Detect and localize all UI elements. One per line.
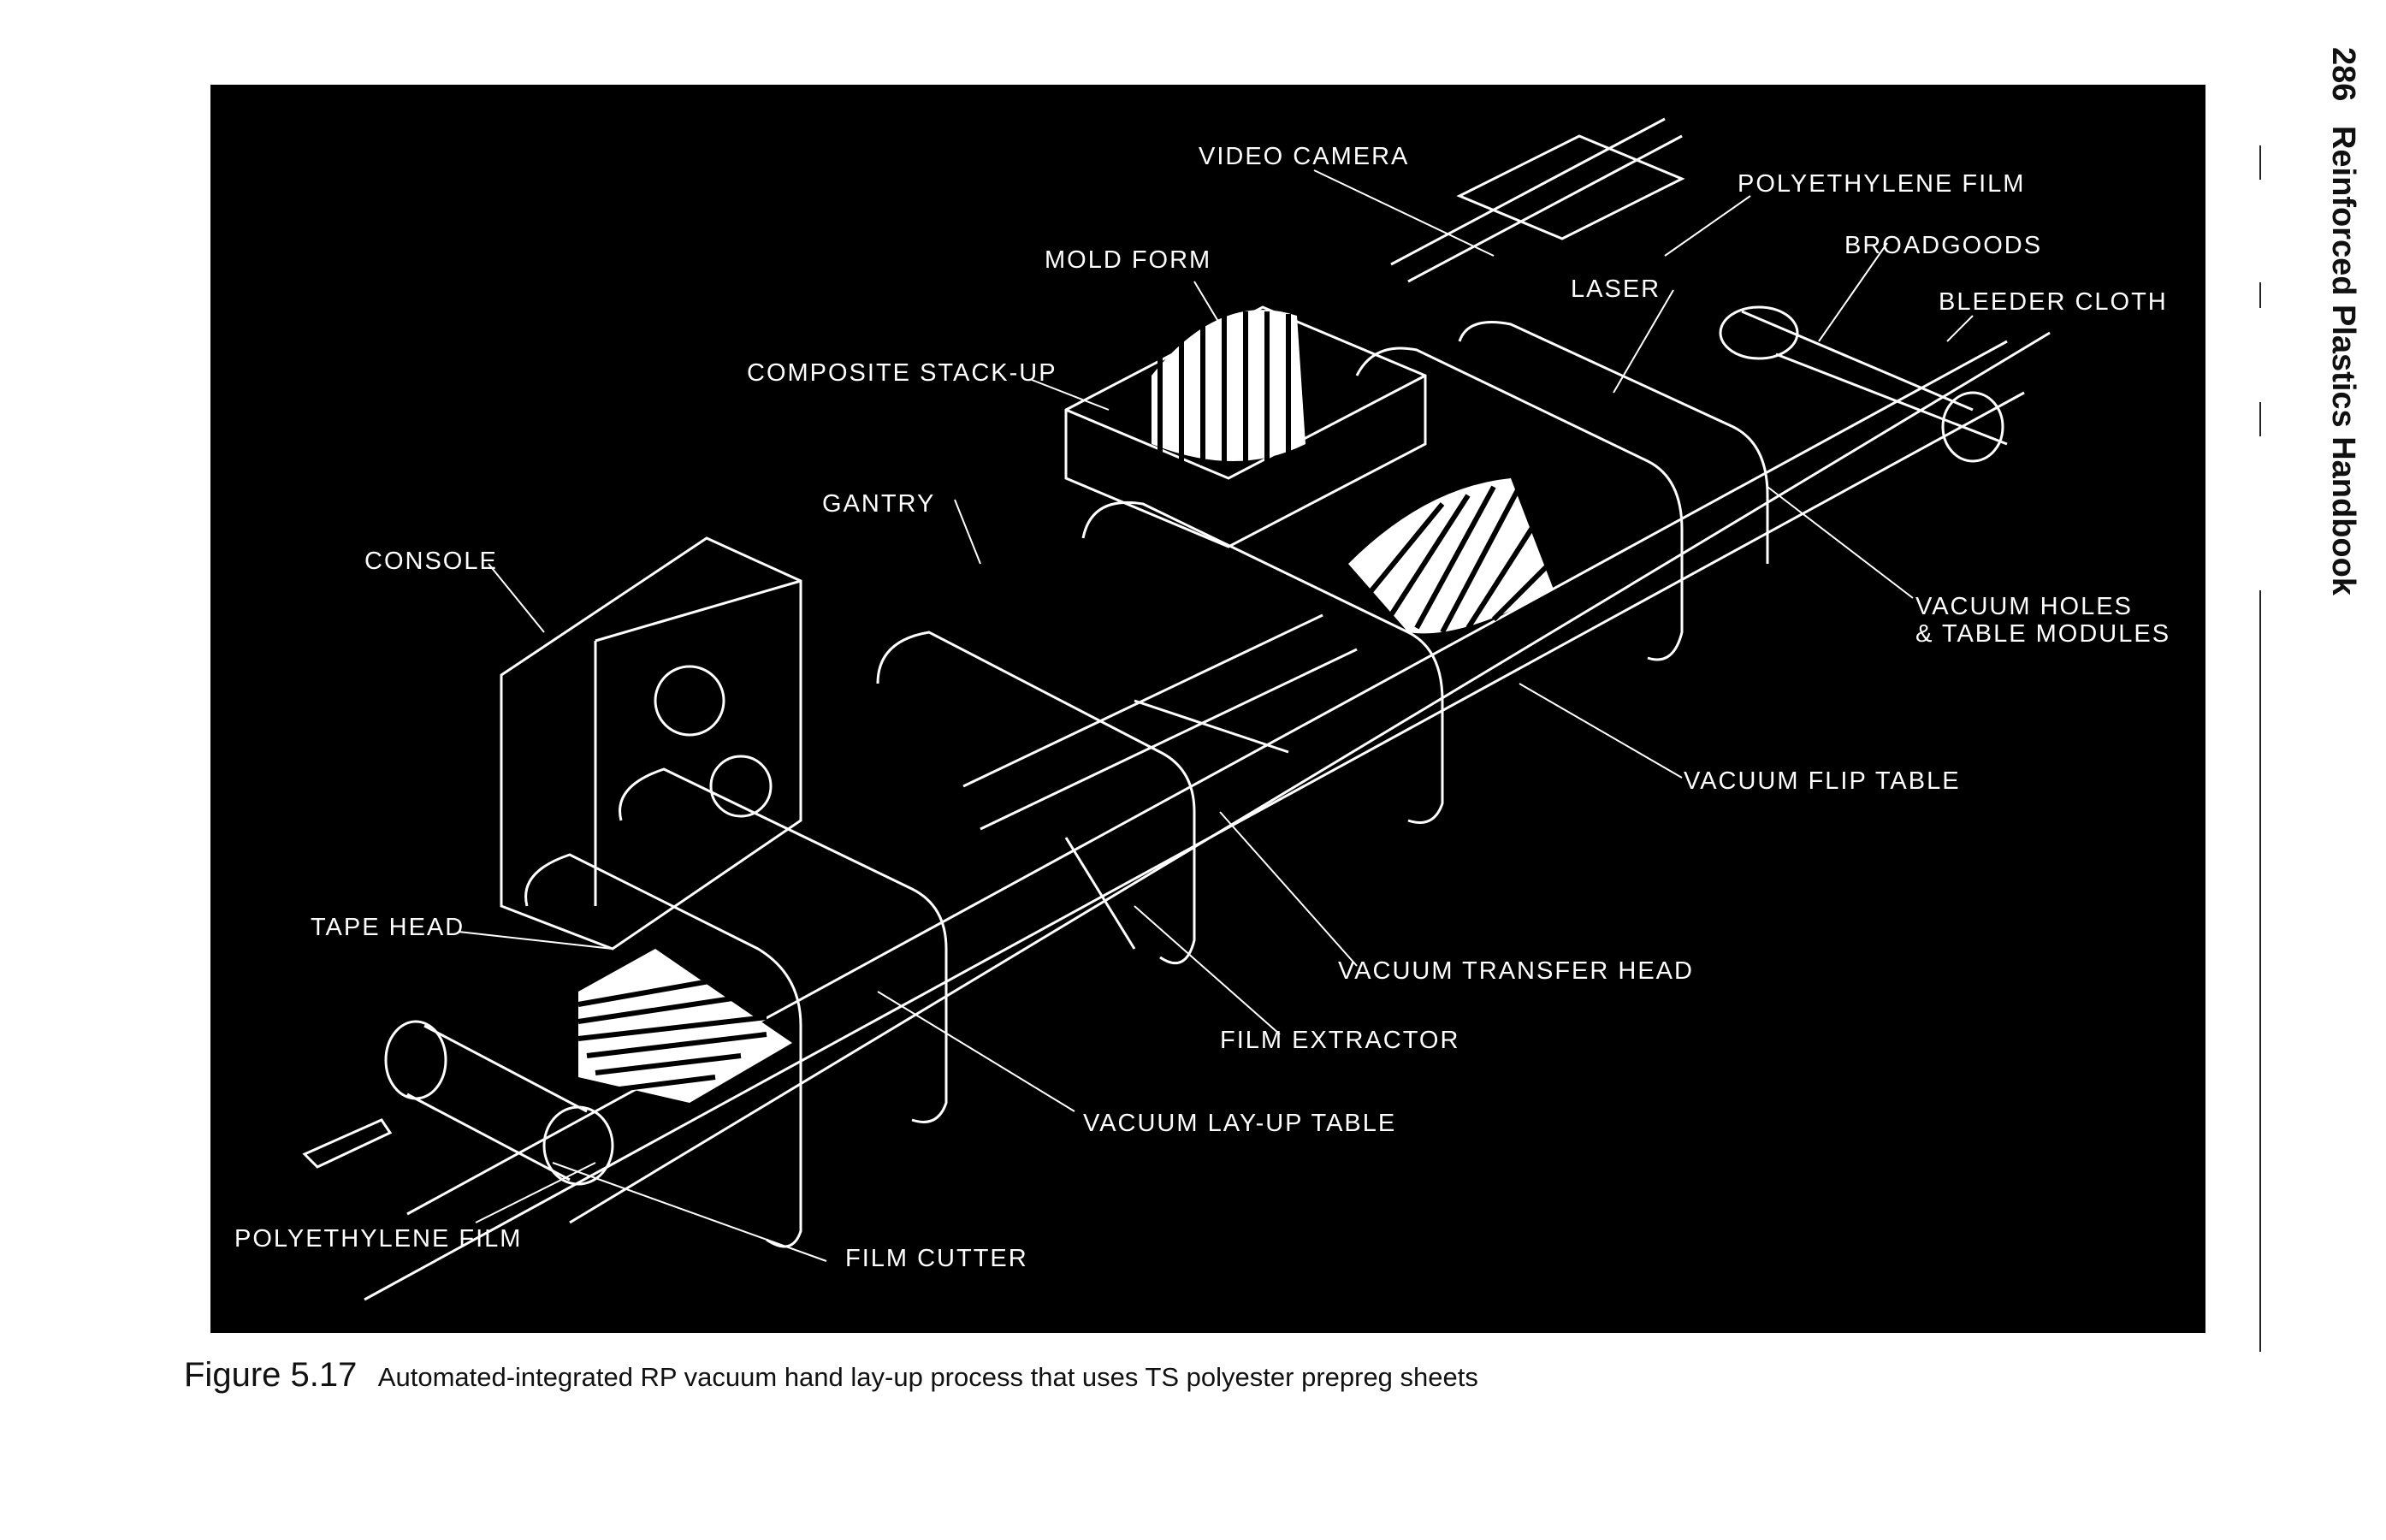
leader-line [1818,242,1888,342]
label-vacuum-flip-table: VACUUM FLIP TABLE [1684,767,1961,795]
leader-line [1219,811,1358,967]
arch-frame [1458,321,1769,564]
mold-form-block [1064,305,1427,548]
leader-line [475,1162,596,1223]
label-polyethylene-film-bottom: POLYETHYLENE FILM [234,1225,523,1253]
label-mold-form: MOLD FORM [1045,246,1212,274]
arch-frame [1081,500,1444,824]
label-bleeder-cloth: BLEEDER CLOTH [1939,288,2168,316]
arch-frame [619,767,948,1123]
leader-line [1613,289,1674,394]
console-box [500,536,802,951]
margin-rule [2259,590,2261,1352]
label-console: CONSOLE [364,548,498,575]
leader-line [1519,683,1683,779]
sheet-stripes [577,976,767,1093]
rail-left-tip [302,1118,393,1169]
caption-number: Figure 5.17 [184,1356,358,1394]
label-tape-head: TAPE HEAD [311,914,465,941]
page-number: 286 [2325,47,2361,102]
arch-frame [876,631,1196,965]
label-table-modules: & TABLE MODULES [1915,620,2171,648]
label-vacuum-lay-up-table: VACUUM LAY-UP TABLE [1083,1110,1397,1137]
camera-rails [1390,117,1683,283]
mold-form-top [1065,374,1426,480]
machine-illustration [302,117,2051,1301]
leader-line [1134,905,1281,1035]
label-broadgoods: BROADGOODS [1844,232,2043,259]
roller [1941,391,2004,463]
flip-table-sheet [1348,478,1554,634]
margin-tick [2259,402,2261,436]
leader-line [1946,315,1974,342]
sheet-stripes [1157,311,1291,465]
leader-line [1031,379,1110,411]
roller [542,1105,614,1186]
running-head: 286 Reinforced Plastics Handbook [2310,47,2361,646]
leader-line [877,991,1075,1112]
figure-caption: Figure 5.17 Automated-integrated RP vacu… [184,1356,1478,1395]
transfer-frame [962,613,1358,950]
leader-line [1313,169,1495,257]
console-dial [654,665,725,737]
label-film-extractor: FILM EXTRACTOR [1220,1027,1460,1054]
leader-line [488,563,545,633]
leader-line [1767,486,1914,599]
label-gantry: GANTRY [822,490,936,518]
label-video-camera: VIDEO CAMERA [1199,143,1410,170]
leader-line [954,499,981,565]
leader-line [1664,195,1751,257]
figure-panel: VIDEO CAMERA POLYETHYLENE FILM BROADGOOD… [210,85,2205,1333]
roller-body [1741,310,2008,446]
label-film-cutter: FILM CUTTER [845,1245,1028,1272]
composite-stack-sheet [1152,310,1305,461]
console-dial [709,755,773,818]
leader-line [552,1162,827,1262]
label-vacuum-holes: VACUUM HOLES [1915,593,2133,620]
book-title: Reinforced Plastics Handbook [2325,125,2361,595]
label-composite-stack-up: COMPOSITE STACK-UP [747,359,1057,387]
margin-tick [2259,282,2261,308]
caption-text: Automated-integrated RP vacuum hand lay-… [377,1362,1478,1392]
camera-body [1456,134,1685,240]
margin-tick [2259,145,2261,180]
label-vacuum-transfer-head: VACUUM TRANSFER HEAD [1338,957,1694,985]
label-polyethylene-film-top: POLYETHYLENE FILM [1738,170,2026,198]
sheet-stripes [1363,485,1552,634]
arch-frame [524,853,802,1248]
leader-line [1193,281,1221,325]
rail-back [569,331,2051,1224]
label-laser: LASER [1571,275,1661,303]
roller [1719,305,1799,360]
console-face [594,579,802,906]
arch-frame [1355,346,1684,661]
roller-body [406,1024,588,1182]
leader-line [458,931,613,950]
